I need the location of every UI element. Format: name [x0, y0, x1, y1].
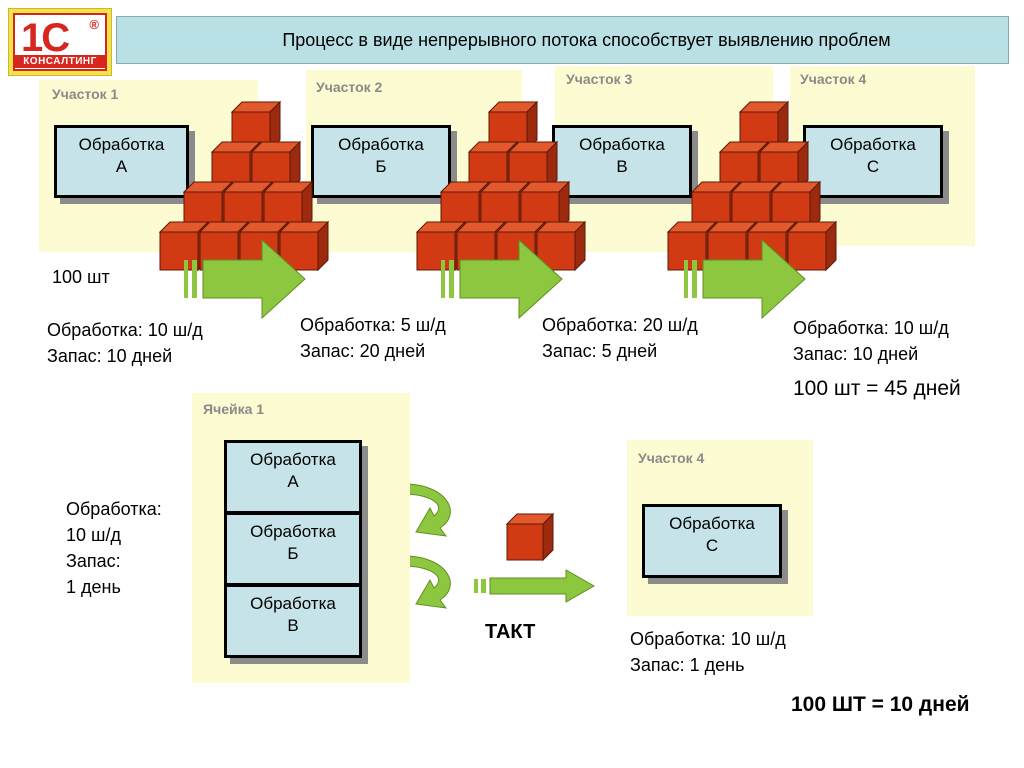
inventory-pile-2	[415, 100, 587, 272]
cube	[230, 100, 282, 152]
cell-note-line1: Обработка:	[66, 499, 162, 519]
cube	[786, 220, 838, 272]
process-v-line2: В	[616, 157, 628, 176]
area-2-label: Участок 2	[316, 79, 383, 95]
area-3-label: Участок 3	[566, 71, 633, 87]
flow-arrow-1	[184, 238, 306, 320]
cell-note-line4: 1 день	[66, 577, 121, 597]
flow-arrow-3	[684, 238, 806, 320]
cell-note-line3: Запас:	[66, 551, 121, 571]
title-banner: Процесс в виде непрерывного потока спосо…	[116, 16, 1009, 64]
process-b-line1: Обработка	[338, 135, 424, 154]
logo-brand: 1С	[21, 16, 70, 60]
process-v-box: Обработка В	[552, 125, 692, 198]
process-v-line1: Обработка	[579, 135, 665, 154]
area-3-rate: Обработка: 20 ш/д	[542, 315, 698, 335]
flow-arrow-2	[441, 238, 563, 320]
cube	[487, 100, 539, 152]
bottom-area-4-stock: Запас: 1 день	[630, 655, 745, 675]
cell-process-v-box: Обработка В	[224, 584, 362, 658]
process-b-line2: Б	[375, 157, 387, 176]
cell-note-line2: 10 ш/д	[66, 525, 121, 545]
cube	[505, 512, 555, 562]
inventory-pile-1	[158, 100, 330, 272]
cell-process-b-line2: Б	[287, 544, 299, 563]
bottom-area-4-label: Участок 4	[638, 450, 705, 466]
cube	[535, 220, 587, 272]
cell-process-a-line2: А	[287, 472, 299, 491]
process-c-line1: Обработка	[830, 135, 916, 154]
process-a-line2: А	[115, 157, 128, 176]
cube	[262, 180, 314, 232]
cube	[250, 140, 302, 192]
cell-process-b-line1: Обработка	[250, 522, 336, 541]
inventory-pile-3	[666, 100, 838, 272]
bottom-process-c-line1: Обработка	[669, 514, 755, 533]
cube	[278, 220, 330, 272]
area-2-rate: Обработка: 5 ш/д	[300, 315, 446, 335]
cell-process-a-box: Обработка А	[224, 440, 362, 514]
cube	[758, 140, 810, 192]
top-total: 100 шт = 45 дней	[793, 377, 961, 400]
cube	[507, 140, 559, 192]
cell-process-v-line2: В	[287, 616, 299, 635]
takt-arrow	[474, 569, 596, 603]
process-c-line2: С	[866, 157, 880, 176]
bottom-total: 100 ШТ = 10 дней	[791, 693, 970, 716]
area-1-label: Участок 1	[52, 86, 119, 102]
cell-process-v-line1: Обработка	[250, 594, 336, 613]
company-logo: 1С ® КОНСАЛТИНГ	[8, 8, 112, 76]
area-3-stock: Запас: 5 дней	[542, 341, 658, 361]
area-4-rate: Обработка: 10 ш/д	[793, 318, 949, 338]
process-a-line1: Обработка	[78, 135, 165, 154]
batch-size-label: 100 шт	[52, 267, 110, 287]
cube	[738, 100, 790, 152]
logo-subtitle: КОНСАЛТИНГ	[15, 55, 105, 68]
cell-1-label: Ячейка 1	[203, 401, 265, 417]
curved-arrow-1	[407, 483, 451, 537]
curved-arrow-2	[407, 555, 451, 609]
bottom-area-4-rate: Обработка: 10 ш/д	[630, 629, 786, 649]
process-b-box: Обработка Б	[311, 125, 451, 198]
process-a-box: Обработка А	[54, 125, 189, 198]
area-4-stock: Запас: 10 дней	[793, 344, 919, 364]
cube	[519, 180, 571, 232]
area-2-stock: Запас: 20 дней	[300, 341, 426, 361]
logo-registered-mark: ®	[89, 17, 99, 32]
bottom-process-c-box: Обработка С	[642, 504, 782, 578]
takt-label: ТАКТ	[485, 621, 536, 643]
area-1-stock: Запас: 10 дней	[47, 346, 173, 366]
area-4-label: Участок 4	[800, 71, 867, 87]
page-title: Процесс в виде непрерывного потока спосо…	[282, 29, 891, 50]
bottom-process-c-line2: С	[705, 536, 719, 555]
area-1-rate: Обработка: 10 ш/д	[47, 320, 203, 340]
cell-process-a-line1: Обработка	[250, 450, 336, 469]
process-c-box: Обработка С	[803, 125, 943, 198]
takt-cube	[505, 512, 555, 562]
cell-process-b-box: Обработка Б	[224, 512, 362, 586]
